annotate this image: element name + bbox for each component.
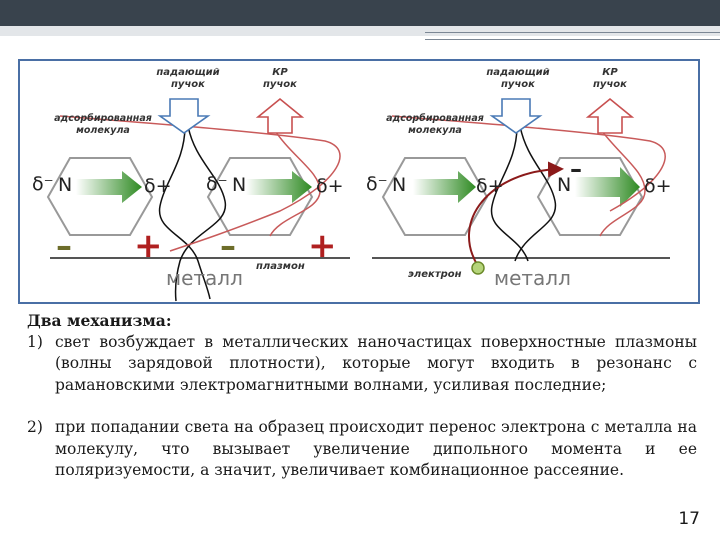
dipole-arrow bbox=[246, 171, 312, 203]
explanation-text: Два механизма: 1) свет возбуждает в мета… bbox=[27, 310, 697, 482]
dipole-arrow bbox=[575, 167, 640, 207]
nitrogen-label: N bbox=[232, 174, 247, 196]
raman-wave bbox=[597, 125, 646, 237]
electron-dot bbox=[471, 261, 485, 275]
delta-plus-label: δ+ bbox=[644, 175, 672, 197]
item-number: 2) bbox=[27, 418, 43, 436]
metal-label: металл bbox=[166, 266, 243, 290]
raman-wave bbox=[59, 115, 341, 252]
delta-minus-label: δ⁻ bbox=[32, 173, 54, 195]
incident-wave bbox=[174, 125, 226, 302]
incident-wave bbox=[514, 125, 557, 262]
charge-plus: + bbox=[308, 226, 337, 266]
charge-minus: – bbox=[220, 227, 236, 265]
header-rule bbox=[425, 39, 720, 40]
nitrogen-label: N bbox=[392, 174, 407, 196]
charge-plus: + bbox=[134, 226, 163, 266]
incident-beam-arrow bbox=[157, 98, 211, 134]
adsorbed-molecule-label: адсорбированная молекула bbox=[386, 113, 484, 136]
slide-header-bar bbox=[0, 0, 720, 40]
delta-plus-label: δ+ bbox=[316, 175, 344, 197]
label-layer: падающий пучок КР пучок адсорбированная … bbox=[20, 61, 698, 302]
dipole-arrow bbox=[413, 171, 476, 203]
delta-minus-label: δ⁻ bbox=[206, 173, 228, 195]
nitrogen-label: N bbox=[557, 174, 572, 196]
molecule-ring bbox=[206, 157, 314, 236]
raman-wave bbox=[269, 125, 321, 237]
item-number: 1) bbox=[27, 332, 43, 351]
sers-diagram: – + – + bbox=[46, 97, 670, 302]
adsorbed-molecule-label: адсорбированная молекула bbox=[54, 113, 152, 136]
raman-beam-label: КР пучок bbox=[593, 67, 627, 90]
raman-wave bbox=[391, 115, 666, 212]
header-light-strip bbox=[0, 26, 720, 36]
raman-beam-arrow bbox=[255, 97, 305, 134]
item-text: при попадании света на образец происходи… bbox=[55, 418, 697, 479]
delta-plus-label: δ+ bbox=[476, 175, 504, 197]
charge-minus-label: – bbox=[570, 155, 582, 183]
nitrogen-label: N bbox=[58, 174, 73, 196]
electron-label: электрон bbox=[408, 269, 462, 280]
metal-label: металл bbox=[494, 266, 571, 290]
delta-minus-label: δ⁻ bbox=[366, 173, 388, 195]
incident-wave bbox=[158, 125, 211, 300]
delta-plus-label: δ+ bbox=[144, 175, 172, 197]
raman-beam-label: КР пучок bbox=[263, 67, 297, 90]
plasmon-label: плазмон bbox=[256, 261, 305, 272]
mechanisms-heading: Два механизма: bbox=[27, 311, 172, 330]
slide-number: 17 bbox=[678, 509, 700, 529]
header-dark-band bbox=[0, 0, 720, 26]
right-panel bbox=[372, 97, 670, 275]
charge-minus: – bbox=[56, 227, 72, 265]
electron-transfer-arrow bbox=[467, 161, 564, 267]
incident-wave bbox=[490, 125, 529, 262]
incident-beam-label: падающий пучок bbox=[156, 67, 220, 90]
left-panel: – + – + bbox=[46, 97, 350, 302]
header-rule bbox=[425, 32, 720, 33]
incident-beam-label: падающий пучок bbox=[486, 67, 550, 90]
dipole-arrow bbox=[76, 171, 142, 203]
mechanism-item: 2) при попадании света на образец происх… bbox=[27, 417, 697, 482]
incident-beam-arrow bbox=[489, 98, 543, 134]
item-text: свет возбуждает в металлических наночаст… bbox=[55, 332, 697, 394]
sers-mechanisms-figure: – + – + падающий пучок bbox=[18, 59, 700, 304]
raman-beam-arrow bbox=[585, 97, 635, 134]
mechanism-item: 1) свет возбуждает в металлических наноч… bbox=[27, 332, 697, 397]
